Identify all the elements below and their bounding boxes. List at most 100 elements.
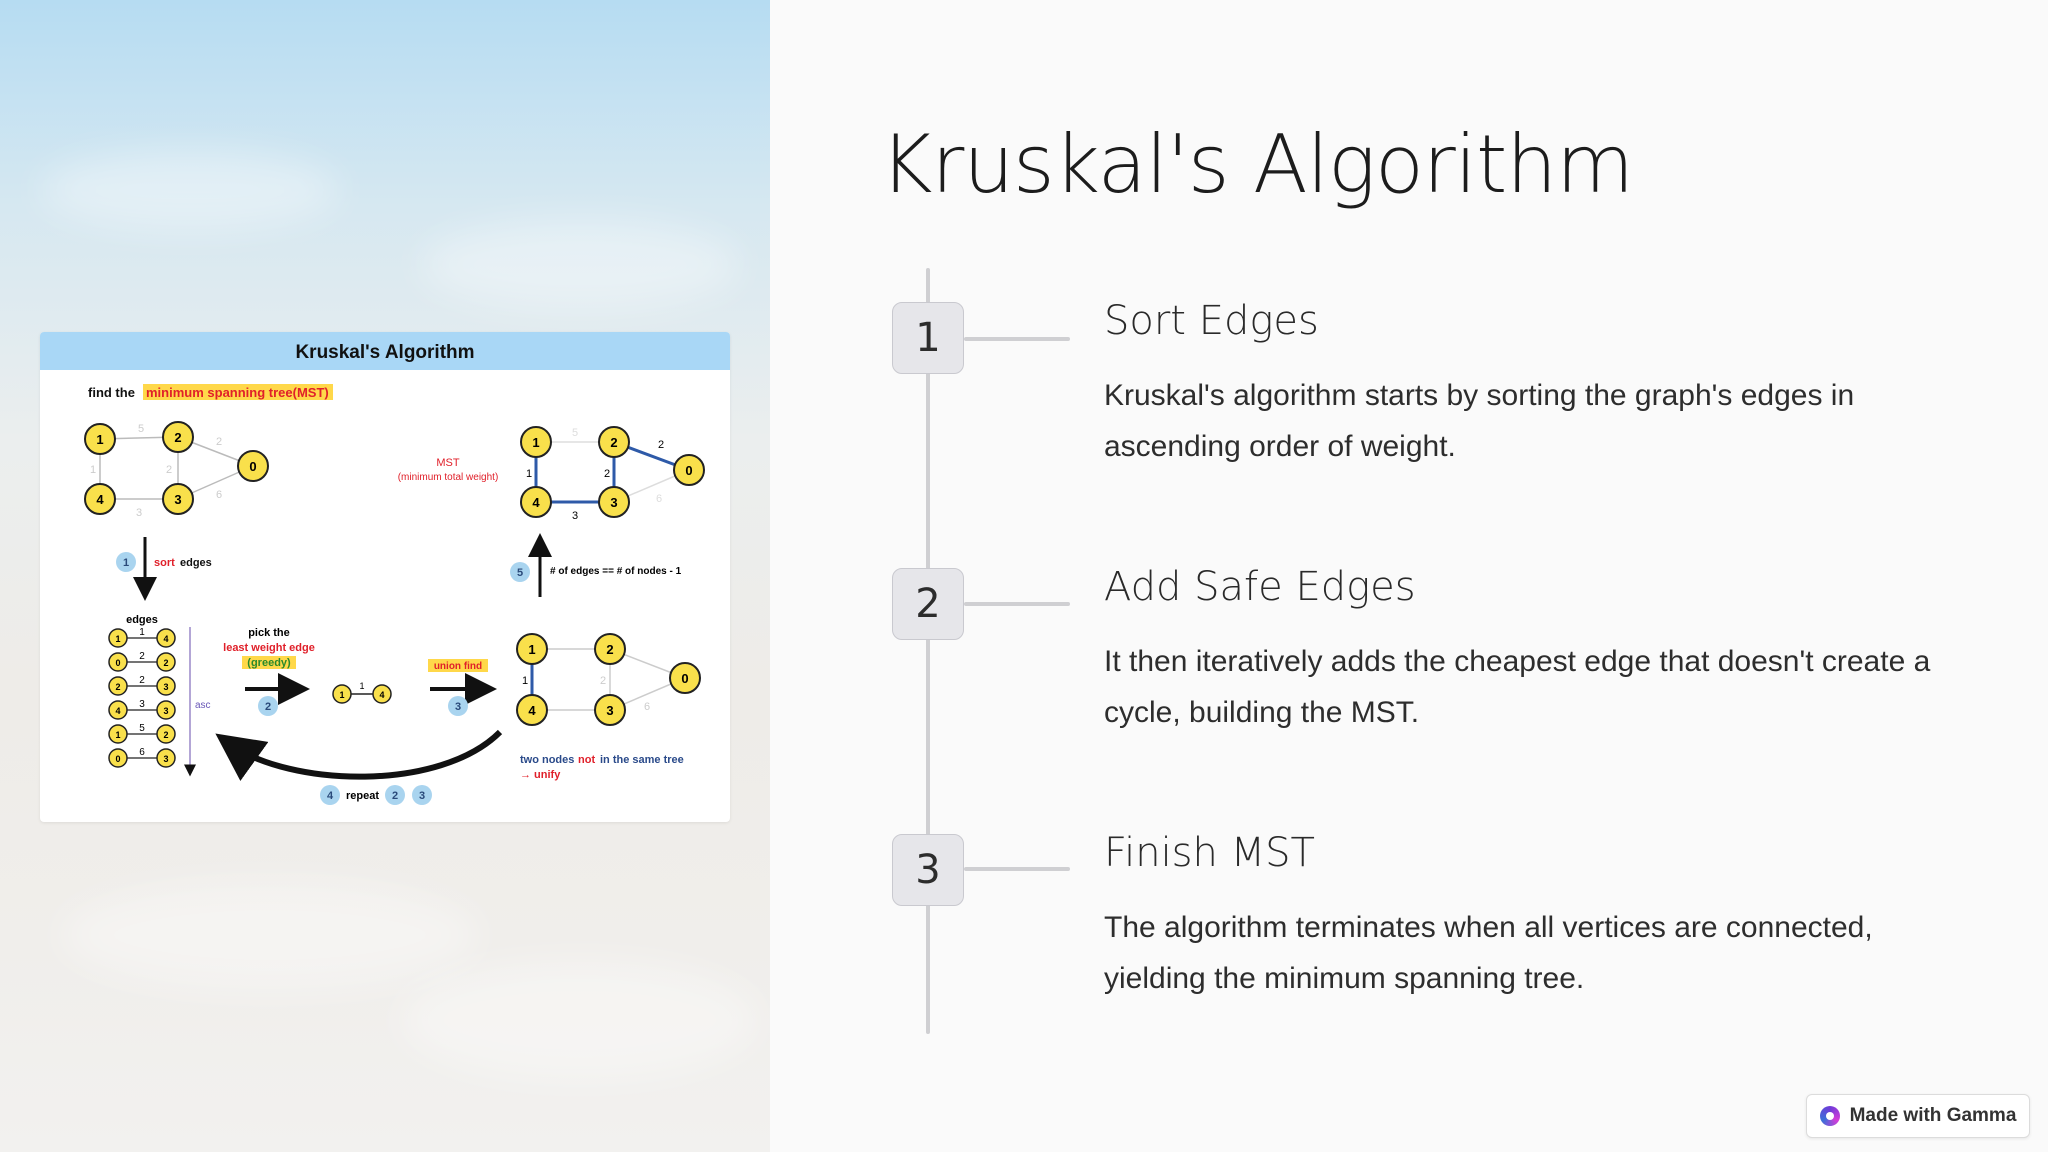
step-3-badge: 3 (892, 834, 964, 906)
node-label: 1 (339, 690, 344, 700)
weight-label: 1 (522, 675, 528, 687)
step-circle (412, 785, 432, 805)
sort-label: sort (154, 557, 175, 569)
weight-label: 6 (656, 493, 662, 505)
edge-list-weight: 3 (139, 699, 145, 710)
sky-cloud (420, 220, 740, 310)
pick-line-2: least weight edge (223, 642, 315, 654)
sky-cloud (400, 960, 760, 1080)
step-2-title: Add Safe Edges (1104, 564, 1416, 610)
edge-list-node-label: 3 (163, 754, 168, 764)
diagram-header-bar (40, 332, 730, 370)
diagram-header-title: Kruskal's Algorithm (295, 342, 474, 363)
node-label: 4 (532, 495, 540, 510)
sky-cloud (60, 880, 480, 990)
edge-list-node (156, 724, 176, 744)
edge-list-weight: 5 (139, 723, 145, 734)
node-label: 1 (532, 435, 539, 450)
edge-list-node-label: 4 (115, 706, 120, 716)
made-with-gamma-label: Made with Gamma (1849, 1105, 2017, 1126)
not-label: not (578, 754, 595, 766)
edge-list-node (156, 748, 176, 768)
node-label: 1 (96, 432, 103, 447)
step-circle (320, 785, 340, 805)
pick-line-3: (greedy) (247, 657, 291, 669)
picked-node (372, 684, 392, 704)
node-label: 2 (606, 642, 613, 657)
node-label: 0 (249, 459, 256, 474)
edge-list-node (108, 700, 128, 720)
step-circle (510, 562, 530, 582)
step-number: 1 (123, 557, 129, 569)
edge-count-rule: # of edges == # of nodes - 1 (550, 566, 682, 577)
unify-label: → unify (520, 769, 561, 781)
edge-list-node (108, 652, 128, 672)
edge-list-node-label: 4 (163, 634, 168, 644)
edge-list-row: 1 2 5 (108, 723, 176, 744)
weight-label: 5 (138, 423, 144, 435)
mst-label: MST (436, 457, 460, 469)
node-label: 4 (96, 492, 104, 507)
step-number: 3 (455, 701, 461, 713)
made-with-gamma-badge[interactable]: Made with Gamma (1806, 1094, 2030, 1138)
node-label: 3 (174, 492, 181, 507)
node-label: 3 (610, 495, 617, 510)
edge-list-node-label: 2 (163, 658, 168, 668)
weight-label: 3 (136, 507, 142, 519)
step-number: 4 (327, 790, 334, 802)
left-image-panel: Kruskal's Algorithm find the minimum spa… (0, 0, 770, 1152)
step-1-badge: 1 (892, 302, 964, 374)
kruskal-diagram: Kruskal's Algorithm find the minimum spa… (40, 332, 730, 822)
sort-suffix: edges (180, 557, 212, 569)
edge-list-node-label: 1 (115, 730, 120, 740)
node-label: 2 (610, 435, 617, 450)
edge-list-weight: 1 (139, 627, 145, 638)
step-number: 2 (265, 701, 271, 713)
kruskal-diagram-svg: Kruskal's Algorithm find the minimum spa… (40, 332, 730, 805)
edge-list-weight: 2 (139, 675, 145, 686)
edge-list-weight: 6 (139, 747, 145, 758)
edge-list-node (108, 724, 128, 744)
weight-label: 1 (90, 464, 96, 476)
node-label: 4 (528, 703, 536, 718)
weight-label: 2 (216, 436, 222, 448)
edge-list-node (108, 628, 128, 648)
edge-list-node-label: 3 (163, 682, 168, 692)
edge-list-node-label: 3 (163, 706, 168, 716)
asc-label: asc (195, 700, 211, 711)
graph-original: 5 1 2 2 3 6 1 2 0 4 3 (84, 421, 269, 519)
weight-label: 5 (572, 427, 578, 439)
repeat-label: repeat (346, 790, 379, 802)
union-find-highlight (428, 659, 488, 672)
edge-list-node (108, 748, 128, 768)
node-label: 1 (528, 642, 535, 657)
step-3-description: The algorithm terminates when all vertic… (1104, 911, 1873, 995)
step-2-badge: 2 (892, 568, 964, 640)
weight-label: 6 (644, 701, 650, 713)
intro-prefix: find the (88, 385, 135, 400)
weight-label: 2 (166, 464, 172, 476)
step-3-title: Finish MST (1104, 830, 1315, 876)
step-circle (116, 552, 136, 572)
step-1-connector (964, 337, 1070, 341)
step-2-connector (964, 602, 1070, 606)
edge-list-node-label: 2 (163, 730, 168, 740)
weight-label: 1 (359, 681, 364, 691)
union-find-label: union find (434, 661, 482, 672)
same-tree-label: in the same tree (600, 754, 684, 766)
step-1-description: Kruskal's algorithm starts by sorting th… (1104, 379, 1855, 463)
timeline-line (926, 268, 930, 1034)
step-circle (258, 696, 278, 716)
edge-list-node (156, 700, 176, 720)
intro-highlight-box (143, 384, 333, 400)
weight-label: 3 (572, 510, 578, 522)
mst-sublabel: (minimum total weight) (398, 472, 499, 483)
edge-list-node (156, 676, 176, 696)
weight-label: 2 (600, 675, 606, 687)
edge-list-weight: 2 (139, 651, 145, 662)
graph-mst: 5 1 2 2 3 6 1 2 0 4 3 (520, 426, 705, 522)
